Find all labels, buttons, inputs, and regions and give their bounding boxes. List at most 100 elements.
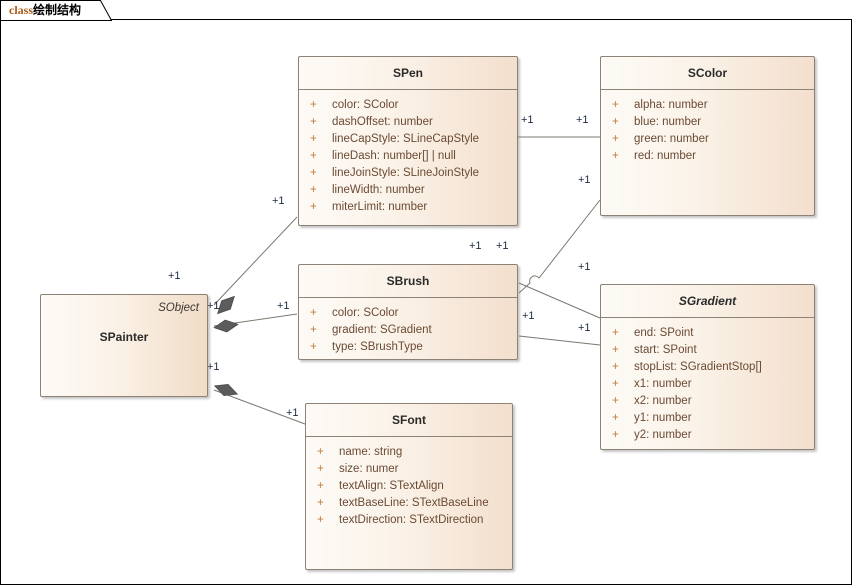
- attribute-text: color: SColor: [332, 99, 399, 111]
- attribute-row: + alpha: number: [601, 97, 814, 114]
- attribute-row: + name: string: [306, 444, 512, 461]
- attribute-text: stopList: SGradientStop[]: [634, 361, 762, 373]
- attribute-row: + gradient: SGradient: [299, 322, 517, 339]
- mult-gradient-from-brush: +1: [496, 240, 509, 252]
- attribute-row: + x1: number: [601, 376, 814, 393]
- scolor-header: SColor: [601, 57, 814, 90]
- sbrush-title: SBrush: [386, 274, 430, 288]
- mult-pen-color: +1: [521, 114, 534, 126]
- attribute-text: y1: number: [634, 412, 692, 424]
- mult-painter-brush: +1: [207, 300, 220, 312]
- attribute-visibility: +: [612, 378, 619, 390]
- attribute-visibility: +: [317, 514, 324, 526]
- mult-gradient-mid: +1: [522, 310, 535, 322]
- mult-pen-end: +1: [272, 195, 285, 207]
- attribute-text: x2: number: [634, 395, 692, 407]
- attribute-visibility: +: [317, 446, 324, 458]
- attribute-visibility: +: [310, 167, 317, 179]
- attribute-row: + lineDash: number[] | null: [299, 148, 517, 165]
- link-brush-gradient-lower: [518, 335, 601, 346]
- attribute-text: miterLimit: number: [332, 201, 428, 213]
- attribute-visibility: +: [612, 361, 619, 373]
- attribute-row: + textBaseLine: STextBaseLine: [306, 495, 512, 512]
- attribute-visibility: +: [310, 116, 317, 128]
- sfont-attributes: + name: string + size: numer + textAlign…: [306, 437, 512, 535]
- attribute-row: + end: SPoint: [601, 325, 814, 342]
- tab-name: 绘制结构: [33, 3, 82, 17]
- mult-brush-color: +1: [469, 240, 482, 252]
- spen-attributes: + color: SColor + dashOffset: number + l…: [299, 90, 517, 222]
- attribute-row: + y1: number: [601, 410, 814, 427]
- mult-painter-font: +1: [207, 361, 220, 373]
- spen-header: SPen: [299, 57, 517, 90]
- scolor-title: SColor: [687, 66, 728, 80]
- attribute-text: gradient: SGradient: [332, 324, 432, 336]
- attribute-text: lineWidth: number: [332, 184, 425, 196]
- attribute-visibility: +: [612, 99, 619, 111]
- attribute-visibility: +: [612, 150, 619, 162]
- class-box-sfont[interactable]: SFont + name: string + size: numer + tex…: [305, 403, 513, 570]
- link-painter-pen: [213, 216, 298, 306]
- attribute-text: textAlign: STextAlign: [339, 480, 444, 492]
- tab-keyword: class: [9, 3, 33, 17]
- attribute-row: + red: number: [601, 148, 814, 165]
- diamond-painter-brush: [213, 319, 239, 333]
- attribute-row: + start: SPoint: [601, 342, 814, 359]
- attribute-row: + stopList: SGradientStop[]: [601, 359, 814, 376]
- sfont-title: SFont: [392, 413, 426, 427]
- scolor-attributes: + alpha: number + blue: number + green: …: [601, 90, 814, 171]
- attribute-visibility: +: [612, 133, 619, 145]
- diagram-tab-label: class绘制结构: [9, 3, 81, 18]
- mult-gradient-end: +1: [578, 322, 591, 334]
- attribute-text: color: SColor: [332, 307, 399, 319]
- attribute-visibility: +: [310, 184, 317, 196]
- attribute-text: x1: number: [634, 378, 692, 390]
- attribute-text: dashOffset: number: [332, 116, 433, 128]
- spainter-supertype: SObject: [158, 302, 199, 314]
- sgradient-attributes: + end: SPoint + start: SPoint + stopList…: [601, 318, 814, 450]
- attribute-visibility: +: [612, 344, 619, 356]
- attribute-visibility: +: [612, 429, 619, 441]
- attribute-text: start: SPoint: [634, 344, 697, 356]
- attribute-row: + textAlign: STextAlign: [306, 478, 512, 495]
- attribute-row: + color: SColor: [299, 305, 517, 322]
- attribute-visibility: +: [317, 497, 324, 509]
- class-box-sbrush[interactable]: SBrush + color: SColor + gradient: SGrad…: [298, 264, 518, 360]
- attribute-visibility: +: [310, 99, 317, 111]
- attribute-text: end: SPoint: [634, 327, 694, 339]
- attribute-text: size: numer: [339, 463, 399, 475]
- class-box-spainter[interactable]: SObject SPainter: [40, 294, 208, 397]
- attribute-text: y2: number: [634, 429, 692, 441]
- class-box-spen[interactable]: SPen + color: SColor + dashOffset: numbe…: [298, 56, 518, 226]
- attribute-row: + y2: number: [601, 427, 814, 444]
- mult-painter-pen: +1: [168, 270, 181, 282]
- attribute-visibility: +: [317, 463, 324, 475]
- mult-color-from-pen: +1: [576, 114, 589, 126]
- attribute-visibility: +: [310, 341, 317, 353]
- mult-color-from-brush: +1: [578, 174, 591, 186]
- attribute-visibility: +: [612, 412, 619, 424]
- diagram-tab[interactable]: class绘制结构: [0, 0, 112, 21]
- link-brush-color: [518, 199, 601, 294]
- attribute-row: + green: number: [601, 131, 814, 148]
- class-box-sgradient[interactable]: SGradient + end: SPoint + start: SPoint …: [600, 284, 815, 450]
- attribute-row: + textDirection: STextDirection: [306, 512, 512, 529]
- class-box-scolor[interactable]: SColor + alpha: number + blue: number + …: [600, 56, 815, 216]
- sgradient-title: SGradient: [678, 294, 737, 308]
- attribute-row: + x2: number: [601, 393, 814, 410]
- attribute-text: red: number: [634, 150, 697, 162]
- attribute-visibility: +: [310, 201, 317, 213]
- attribute-visibility: +: [310, 150, 317, 162]
- attribute-row: + color: SColor: [299, 97, 517, 114]
- attribute-visibility: +: [612, 327, 619, 339]
- attribute-row: + blue: number: [601, 114, 814, 131]
- attribute-text: name: string: [339, 446, 403, 458]
- attribute-visibility: +: [310, 324, 317, 336]
- attribute-text: textDirection: STextDirection: [339, 514, 484, 526]
- attribute-row: + lineWidth: number: [299, 182, 517, 199]
- attribute-row: + dashOffset: number: [299, 114, 517, 131]
- sbrush-attributes: + color: SColor + gradient: SGradient + …: [299, 298, 517, 362]
- attribute-text: blue: number: [634, 116, 702, 128]
- attribute-text: lineCapStyle: SLineCapStyle: [332, 133, 480, 145]
